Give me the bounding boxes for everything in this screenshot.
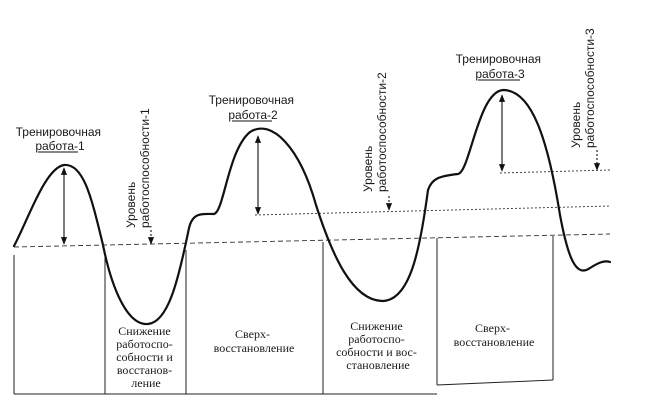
phase-decline-1-label: Снижение работоспо- собности и восстанов… (116, 324, 176, 390)
initial-level-line (13, 233, 611, 248)
training-3-line-1: Тренировочная (456, 52, 541, 66)
phase-decline-1-line-1: Снижение (118, 324, 170, 338)
level-2-line-2: работоспособности-2 (375, 72, 389, 192)
phase-decline-2-label: Снижение работоспо- собности и вос- стан… (336, 319, 420, 372)
training-3-line-2: работа-3 (475, 67, 525, 81)
training-arrows (60, 94, 506, 245)
level-3-label: Уровень работоспособности-3 (569, 28, 597, 148)
phase-super-2-line-1: Сверх- (475, 321, 510, 335)
phase-decline-1-line-2: работоспо- (116, 337, 172, 351)
level-1-line-1: Уровень (124, 182, 138, 228)
level-2-guide (254, 205, 611, 216)
phase-super-2-line-2: восстановление (454, 335, 535, 349)
training-1-label: Тренировочная работа-1 (16, 125, 105, 153)
phase-decline-2-line-1: Снижение (350, 319, 402, 333)
frame-baseline-right (436, 379, 554, 386)
training-2-line-1: Тренировочная (209, 93, 294, 107)
level-guides (13, 169, 611, 248)
level-3-line-1: Уровень (569, 102, 583, 148)
phase-super-1-label: Сверх- восстановление (214, 327, 295, 355)
level-1-label: Уровень работоспособности-1 (124, 108, 152, 228)
training-2-label: Тренировочная работа-2 (209, 93, 298, 122)
phase-decline-2-line-2: работоспо- (348, 332, 404, 346)
training-1-line-2: работа-1 (35, 139, 85, 153)
phase-decline-1-line-5: ление (131, 376, 160, 390)
phase-decline-2-line-4: становление (346, 358, 409, 372)
phase-super-2-label: Сверх- восстановление (454, 321, 535, 349)
level-2-label: Уровень работоспособности-2 (361, 72, 389, 192)
level-2-line-1: Уровень (361, 146, 375, 192)
level-1-line-2: работоспособности-1 (138, 108, 152, 228)
training-2-line-2: работа-2 (228, 108, 278, 122)
level-3-line-2: работоспособности-3 (583, 28, 597, 148)
performance-curve (12, 88, 612, 326)
phase-super-1-line-2: восстановление (214, 341, 295, 355)
phase-frame (13, 236, 554, 395)
phase-decline-2-line-3: собности и вос- (336, 345, 417, 359)
training-1-line-1: Тренировочная (16, 125, 101, 139)
level-arrows (147, 150, 601, 245)
training-3-label: Тренировочная работа-3 (456, 52, 545, 81)
phase-decline-1-line-4: восстанов- (117, 363, 172, 377)
phase-decline-1-line-3: собности и (116, 350, 173, 364)
level-3-guide (499, 169, 611, 174)
phase-super-1-line-1: Сверх- (235, 327, 270, 341)
